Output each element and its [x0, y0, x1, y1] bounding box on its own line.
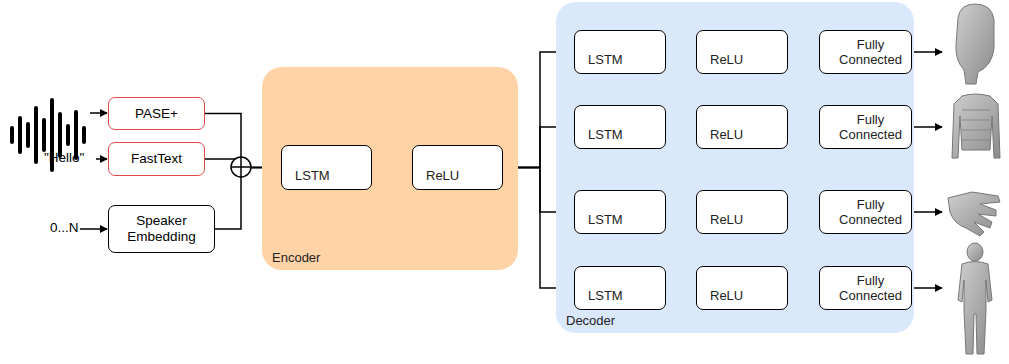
layer-box: ReLU [696, 105, 788, 149]
layer-box: LSTM [574, 30, 666, 74]
head-icon [956, 4, 994, 84]
node-label: LSTM [585, 128, 626, 143]
region-title: Decoder [566, 313, 615, 328]
node-label: LSTM [292, 169, 333, 184]
node-label: Fully Connected [830, 198, 911, 228]
node-label: ReLU [707, 289, 746, 304]
input-label: "Hello" [44, 150, 84, 165]
node-label: LSTM [585, 289, 626, 304]
node-label: LSTM [585, 213, 626, 228]
layer-box: Fully Connected [819, 190, 912, 234]
node-label: Fully Connected [830, 274, 911, 304]
sum-junction [231, 157, 251, 177]
region-title: Encoder [272, 250, 320, 265]
layer-box: ReLU [696, 190, 788, 234]
node-label: ReLU [707, 53, 746, 68]
feature-extractor-box: FastText [108, 142, 205, 176]
layer-box: LSTM [574, 190, 666, 234]
node-label: Fully Connected [830, 113, 911, 143]
decoder-region: DecoderLSTMReLUFully ConnectedLSTMReLUFu… [556, 2, 914, 333]
embedding-box: Speaker Embedding [108, 205, 215, 253]
hand-icon [948, 192, 1000, 236]
node-label: PASE+ [132, 106, 181, 122]
layer-box: LSTM [574, 266, 666, 310]
waveform-icon [12, 100, 84, 170]
layer-box: ReLU [412, 145, 503, 190]
layer-box: Fully Connected [819, 105, 912, 149]
node-label: Speaker Embedding [109, 213, 214, 244]
layer-box: LSTM [281, 145, 372, 190]
torso-icon [952, 94, 1000, 158]
body-icon [958, 243, 992, 354]
node-label: ReLU [423, 169, 462, 184]
node-label: ReLU [707, 213, 746, 228]
layer-box: ReLU [696, 30, 788, 74]
layer-box: Fully Connected [819, 266, 912, 310]
encoder-region: Encoder LSTM ReLU [262, 67, 518, 270]
feature-extractor-box: PASE+ [108, 97, 205, 130]
layer-box: LSTM [574, 105, 666, 149]
node-label: LSTM [585, 53, 626, 68]
node-label: FastText [128, 151, 185, 167]
input-label: 0...N [50, 220, 79, 235]
layer-box: ReLU [696, 266, 788, 310]
layer-box: Fully Connected [819, 30, 912, 74]
node-label: Fully Connected [830, 38, 911, 68]
node-label: ReLU [707, 128, 746, 143]
